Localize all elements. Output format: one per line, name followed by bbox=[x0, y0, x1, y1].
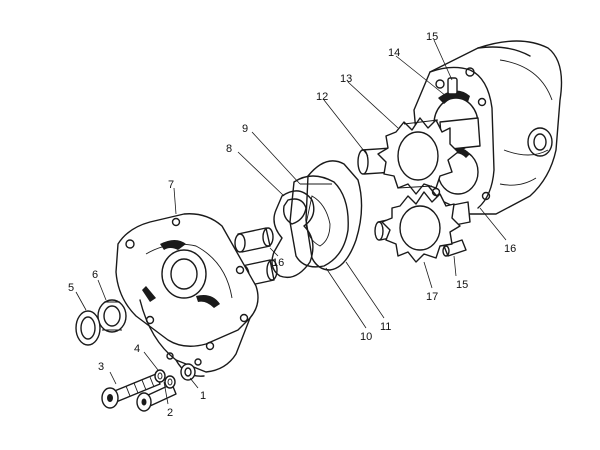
callout-15-top: 15 bbox=[426, 31, 438, 43]
callout-3: 3 bbox=[98, 361, 104, 373]
shaft-seal bbox=[97, 299, 127, 333]
outer-gasket bbox=[305, 160, 363, 271]
spring-washer bbox=[154, 369, 166, 383]
callout-1: 1 bbox=[200, 390, 206, 402]
callout-13: 13 bbox=[340, 73, 352, 85]
dowel-pin-top bbox=[447, 77, 458, 95]
callout-9: 9 bbox=[242, 123, 248, 135]
retaining-ring bbox=[75, 310, 101, 346]
callout-15-bottom: 15 bbox=[456, 279, 468, 291]
bushing-upper bbox=[234, 227, 274, 253]
callout-4: 4 bbox=[134, 343, 140, 355]
callout-12: 12 bbox=[316, 91, 328, 103]
callout-16-body: 16 bbox=[504, 243, 516, 255]
leader-lines bbox=[75, 39, 507, 405]
callout-16-bushing: 16 bbox=[272, 257, 284, 269]
driven-gear bbox=[381, 191, 461, 263]
callout-7: 7 bbox=[168, 179, 174, 191]
callout-2: 2 bbox=[167, 407, 173, 419]
figure-eight-seal bbox=[271, 190, 315, 279]
plain-washer bbox=[164, 375, 176, 389]
sealing-washer bbox=[180, 363, 196, 381]
dowel-pin-bottom bbox=[442, 239, 467, 257]
callout-17: 17 bbox=[426, 291, 438, 303]
callout-10: 10 bbox=[360, 331, 372, 343]
drive-gear bbox=[377, 117, 459, 195]
bolt-short bbox=[136, 383, 177, 412]
inner-gasket bbox=[289, 175, 349, 268]
end-cover bbox=[115, 213, 259, 377]
callout-14: 14 bbox=[388, 47, 400, 59]
callout-11: 11 bbox=[380, 321, 391, 333]
bolt-long bbox=[101, 373, 161, 409]
callout-5: 5 bbox=[68, 282, 74, 294]
callout-8: 8 bbox=[226, 143, 232, 155]
callout-6: 6 bbox=[92, 269, 98, 281]
